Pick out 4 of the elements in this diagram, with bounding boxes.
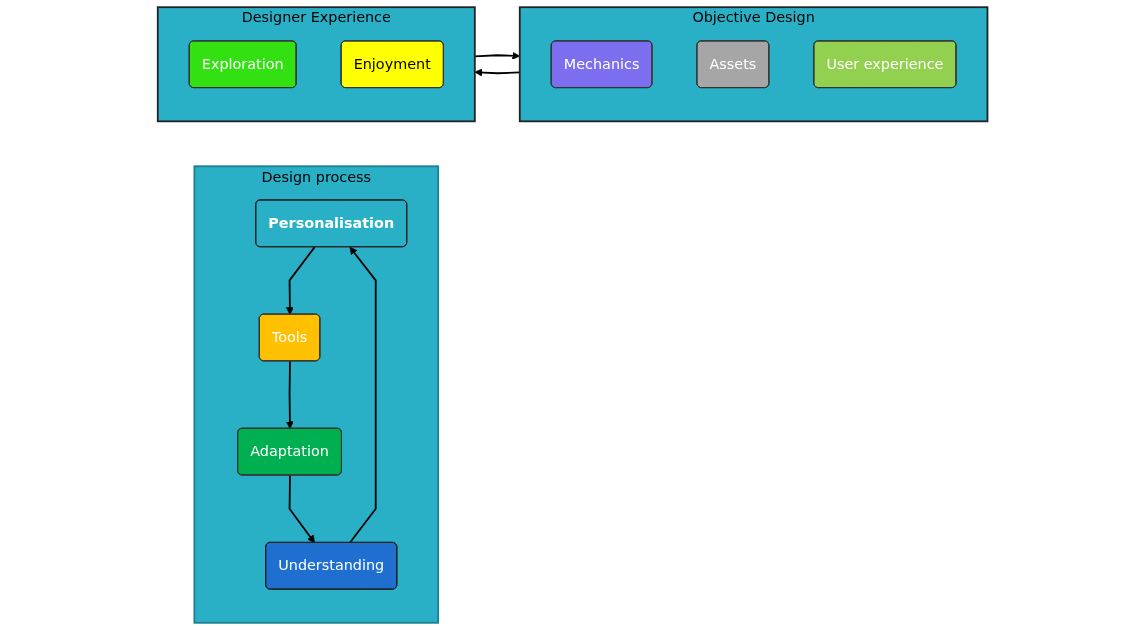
arrow bbox=[288, 474, 315, 544]
arrow bbox=[285, 360, 294, 430]
arrow bbox=[348, 246, 377, 544]
arrow bbox=[285, 246, 316, 315]
